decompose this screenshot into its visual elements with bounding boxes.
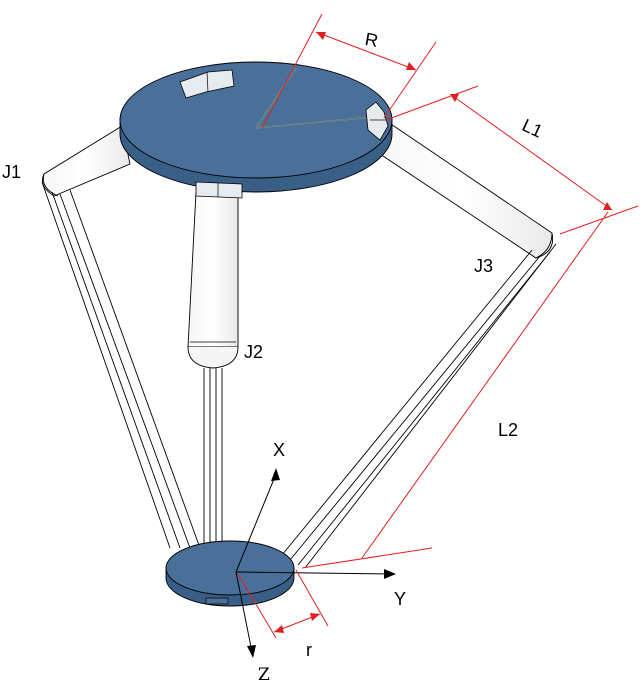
dimension-L1 (385, 85, 639, 235)
bracket-front (195, 181, 243, 199)
axis-x (235, 468, 280, 573)
axis-z (235, 571, 256, 658)
dimension-r (237, 569, 329, 639)
label-R: R (363, 29, 379, 51)
bracket-right (365, 101, 389, 141)
lower-arm-right (281, 243, 557, 569)
label-L2: L2 (498, 420, 518, 440)
upper-arm-left (41, 125, 131, 197)
dimension-R (261, 13, 437, 129)
bracket-top (179, 69, 235, 99)
moving-platform (165, 540, 295, 607)
label-J3: J3 (474, 256, 493, 276)
label-J1: J1 (2, 162, 21, 182)
dimension-L2 (301, 211, 609, 569)
base-platform (119, 61, 393, 193)
lower-arm-left (41, 181, 201, 549)
upper-arm-middle (187, 191, 239, 369)
label-J2: J2 (244, 342, 263, 362)
axis-y (235, 569, 396, 579)
label-Y: Y (394, 589, 406, 609)
label-L1: L1 (519, 115, 546, 142)
label-Z: Z (258, 665, 270, 685)
label-r: r (306, 640, 312, 660)
label-X: X (273, 440, 285, 460)
upper-arm-right (373, 117, 554, 259)
